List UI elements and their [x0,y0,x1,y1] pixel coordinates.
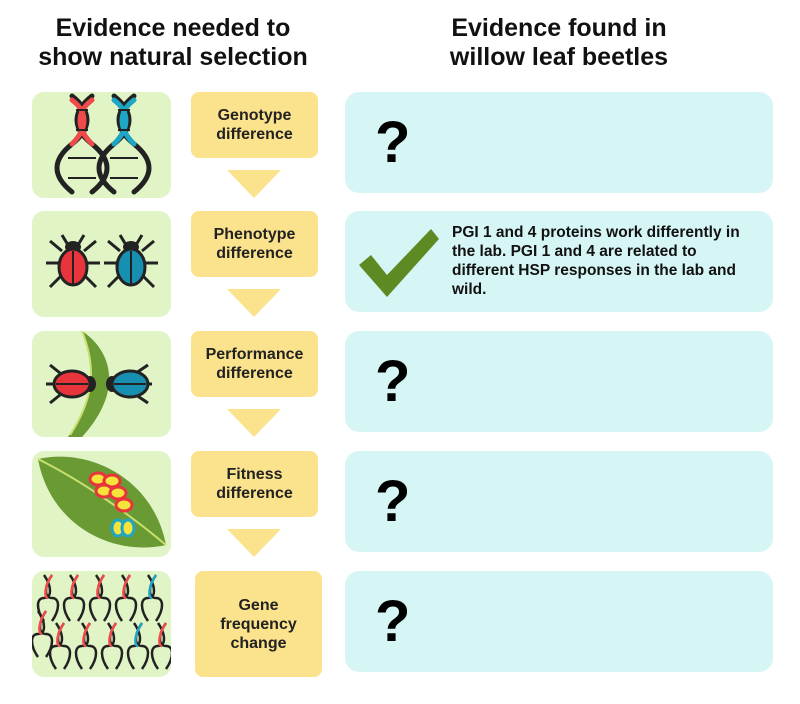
down-arrow-icon [227,289,281,317]
evidence-box-performance: ? [345,331,773,432]
step-fitness: Fitness difference [191,451,318,557]
step-gene-frequency: Gene frequency change [191,571,322,677]
evidence-box-fitness: ? [345,451,773,552]
step-label-line: difference [216,365,293,382]
right-heading-line-1: Evidence found in [451,14,667,42]
step-label: Genotype difference [191,92,318,158]
step-label: Fitness difference [191,451,318,517]
left-heading-line-2: show natural selection [38,43,308,71]
step-label-line: difference [216,126,293,143]
step-label: Phenotype difference [191,211,318,277]
step-label-line: frequency [220,615,297,633]
step-label-line: Genotype [217,107,292,124]
right-column-heading: Evidence found in willow leaf beetles [345,14,773,72]
step-genotype: Genotype difference [191,92,318,198]
left-column-heading: Evidence needed to show natural selectio… [20,14,326,72]
dna-population-icon [32,571,171,677]
step-performance: Performance difference [191,331,318,437]
step-label-line: difference [216,245,293,262]
down-arrow-icon [227,529,281,557]
step-label-line: Performance [205,346,304,363]
check-icon [359,229,439,297]
step-label-line: Fitness [226,466,283,483]
evidence-text: PGI 1 and 4 proteins work differently in… [452,224,740,298]
step-label-line: difference [216,485,293,502]
beetles-eating-leaf-icon [32,331,171,437]
leaf-eggs-icon [32,451,171,557]
dna-pair-icon [32,92,171,198]
step-label-line: Phenotype [213,226,296,243]
evidence-box-phenotype: PGI 1 and 4 proteins work differently in… [345,211,773,312]
question-mark: ? [375,109,411,175]
step-label: Performance difference [191,331,318,397]
evidence-box-genotype: ? [345,92,773,193]
question-mark: ? [375,588,411,654]
left-heading-line-1: Evidence needed to [55,14,291,42]
down-arrow-icon [227,170,281,198]
beetles-icon [32,211,171,317]
step-label: Gene frequency change [195,571,322,677]
right-heading-line-2: willow leaf beetles [449,43,669,71]
question-mark: ? [375,348,411,414]
step-phenotype: Phenotype difference [191,211,318,317]
step-label-line: Gene [238,596,279,614]
down-arrow-icon [227,409,281,437]
question-mark: ? [375,468,411,534]
evidence-box-gene-frequency: ? [345,571,773,672]
step-label-line: change [230,634,287,652]
